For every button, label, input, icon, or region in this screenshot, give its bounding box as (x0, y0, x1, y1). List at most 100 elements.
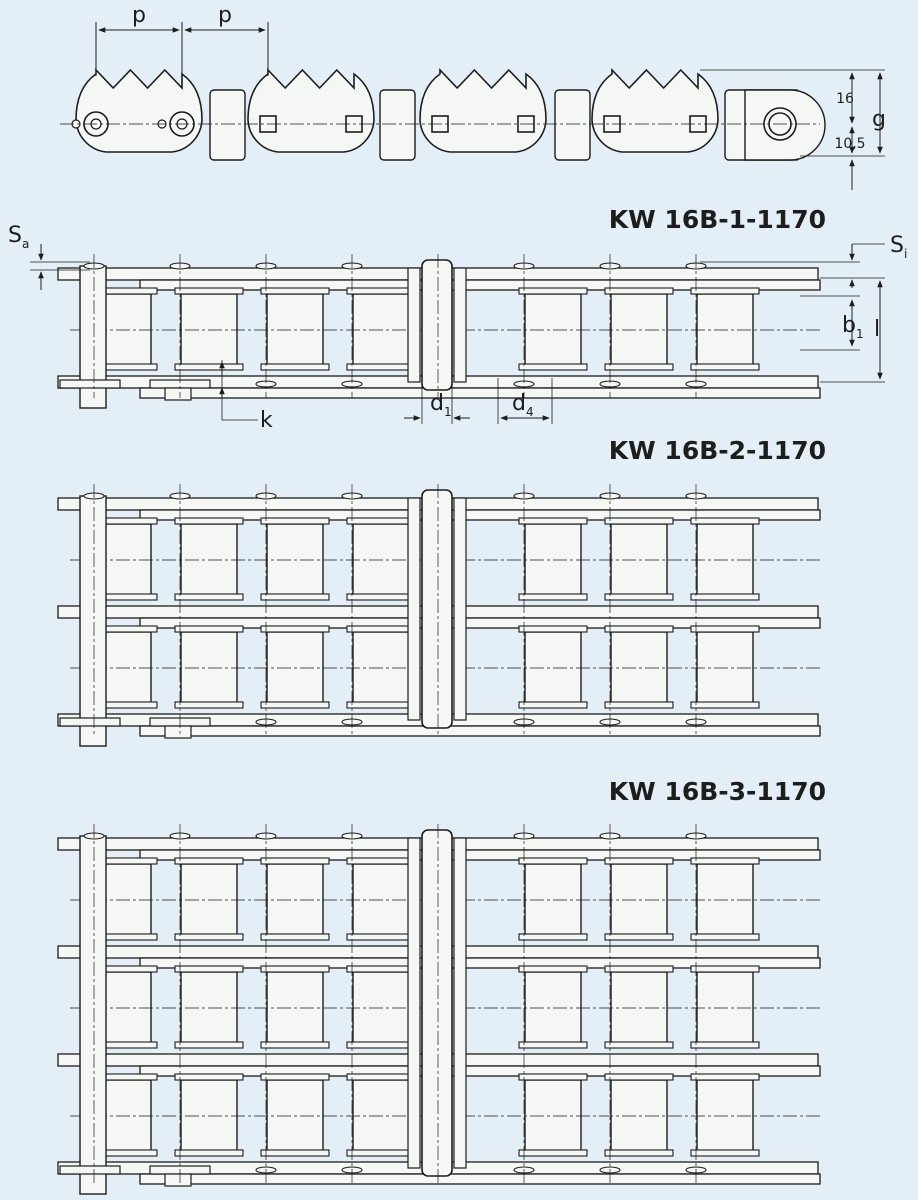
roller-flange (260, 701, 330, 709)
roller-flange (690, 933, 760, 941)
roller-flange (690, 363, 760, 371)
pin-side-plate (453, 497, 467, 721)
roller-flange (518, 517, 588, 525)
double-strand-chain (57, 484, 821, 747)
roller-flange (346, 287, 416, 295)
clip-end (164, 387, 192, 401)
roller-flange (690, 857, 760, 865)
pitch-label-1: p (132, 3, 146, 28)
roller-flange (174, 965, 244, 973)
clip-plate (59, 717, 121, 727)
roller-flange (346, 1149, 416, 1157)
d4-label: d4 (512, 391, 534, 419)
roller-flange (690, 625, 760, 633)
roller-flange (604, 1041, 674, 1049)
roller-flange (518, 287, 588, 295)
roller-flange (346, 857, 416, 865)
clip-plate (59, 379, 121, 389)
inner-plate-strip (139, 1173, 821, 1185)
roller-flange (690, 517, 760, 525)
roller-flange (174, 287, 244, 295)
triple-strand-chain (57, 824, 821, 1195)
roller-flange (260, 625, 330, 633)
clip-plate (59, 1165, 121, 1175)
pin-side-plate (407, 497, 421, 721)
height-label: g (872, 107, 886, 132)
title-double: KW 16B-2-1170 (609, 436, 826, 465)
roller-flange (690, 593, 760, 601)
roller-flange (604, 965, 674, 973)
end-pin (79, 495, 107, 747)
connecting-pin (421, 829, 453, 1177)
roller-flange (518, 857, 588, 865)
clip-end (164, 1173, 192, 1187)
roller-flange (346, 701, 416, 709)
roller-flange (604, 287, 674, 295)
pin-side-plate (453, 267, 467, 383)
roller-flange (604, 593, 674, 601)
inner-plate-strip (139, 279, 821, 291)
roller-flange (174, 517, 244, 525)
connecting-pin (421, 489, 453, 729)
roller-flange (518, 363, 588, 371)
roller-flange (174, 1041, 244, 1049)
inner-plate-strip (139, 617, 821, 629)
inner-plate-strip (139, 725, 821, 737)
toothed-plate (75, 68, 203, 153)
si-label: Si (890, 233, 907, 261)
inner-plate-strip (139, 849, 821, 861)
inner-plate-strip (139, 1065, 821, 1077)
roller-flange (604, 701, 674, 709)
roller-flange (346, 1041, 416, 1049)
roller-flange (174, 1073, 244, 1081)
roller-flange (346, 1073, 416, 1081)
roller-flange (690, 1041, 760, 1049)
roller-flange (690, 965, 760, 973)
roller-flange (260, 857, 330, 865)
single-strand-chain (57, 254, 821, 409)
roller-flange (604, 517, 674, 525)
roller-flange (690, 701, 760, 709)
roller-flange (346, 965, 416, 973)
single-dimensions: Sa Si b1 l k d1 d4 (8, 223, 907, 433)
roller-flange (604, 857, 674, 865)
roller-flange (518, 625, 588, 633)
inner-plate-strip (139, 957, 821, 969)
roller-flange (174, 933, 244, 941)
toothed-plate (247, 68, 375, 153)
pitch-label-2: p (218, 3, 232, 28)
roller-flange (260, 287, 330, 295)
roller-flange (346, 625, 416, 633)
roller-flange (260, 1149, 330, 1157)
toothed-plate (591, 68, 719, 153)
roller-flange (260, 363, 330, 371)
roller-flange (260, 1073, 330, 1081)
roller-flange (604, 625, 674, 633)
pin-side-plate (453, 837, 467, 1169)
inner-plate-strip (139, 387, 821, 399)
roller-flange (260, 517, 330, 525)
roller-flange (174, 701, 244, 709)
roller-flange (260, 593, 330, 601)
pin-side-plate (407, 267, 421, 383)
roller-flange (260, 965, 330, 973)
roller-flange (346, 363, 416, 371)
roller-flange (518, 1149, 588, 1157)
link-bar (209, 89, 246, 161)
roller-flange (604, 363, 674, 371)
top-view-labels: p p 16 10,5 g (95, 3, 886, 190)
clip-end (164, 725, 192, 739)
roller-flange (518, 593, 588, 601)
b1-label: b1 (842, 313, 864, 341)
roller-flange (518, 965, 588, 973)
roller-flange (174, 1149, 244, 1157)
roller-flange (518, 1073, 588, 1081)
roller-flange (518, 1041, 588, 1049)
roller-flange (174, 857, 244, 865)
link-bar (554, 89, 591, 161)
roller-flange (690, 1073, 760, 1081)
l-label: l (874, 317, 880, 342)
roller-flange (518, 701, 588, 709)
